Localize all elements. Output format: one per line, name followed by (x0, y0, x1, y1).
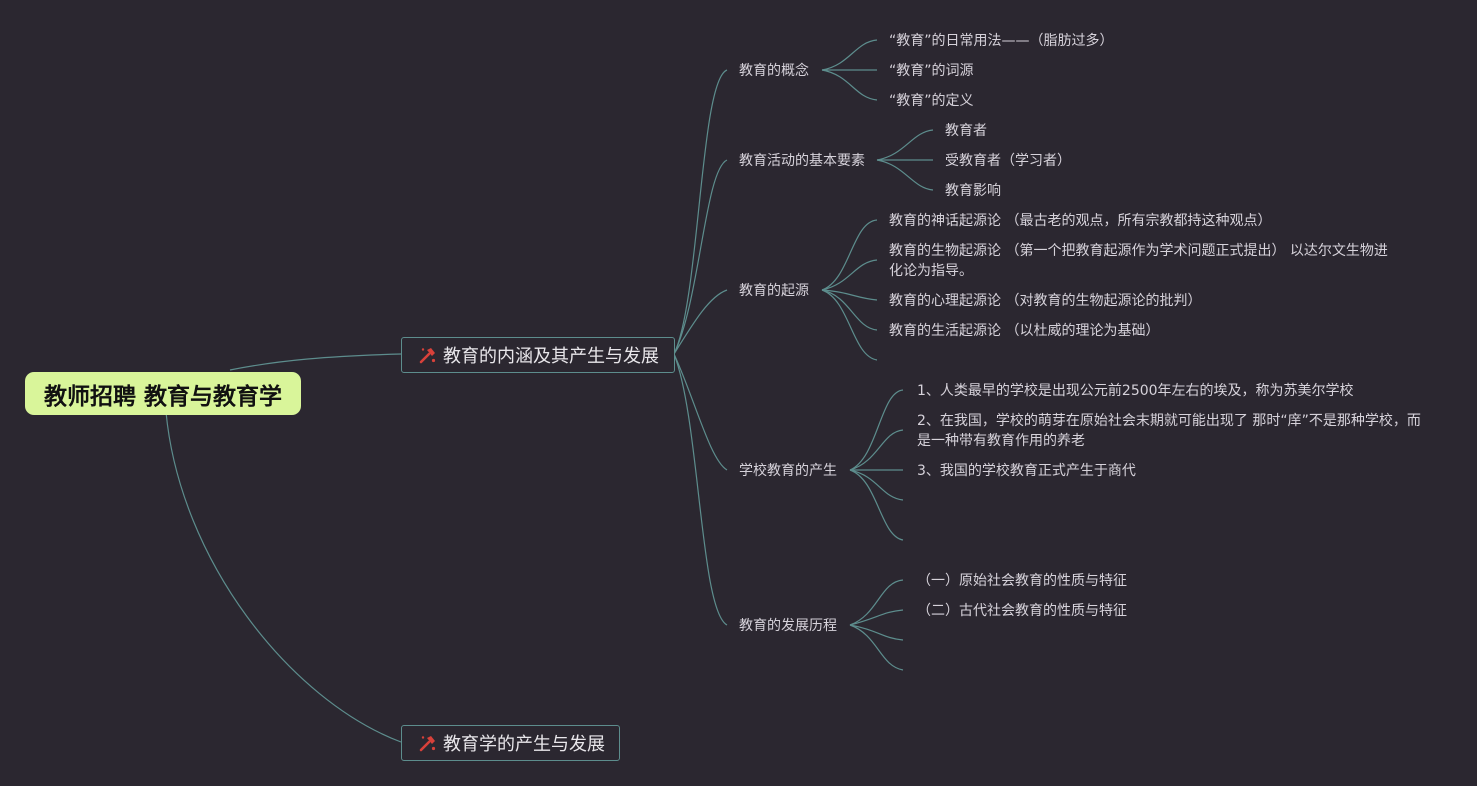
root-topic-label: 教师招聘 教育与教育学 (43, 383, 282, 410)
leaf-node[interactable]: （一）原始社会教育的性质与特征 (917, 573, 1127, 589)
root-topic[interactable]: 教师招聘 教育与教育学 (25, 372, 301, 415)
leaf-node-continuation: 化论为指导。 (889, 263, 973, 279)
main-topic-education-origin[interactable]: 教育的内涵及其产生与发展 (401, 337, 675, 373)
leaf-node[interactable]: 教育影响 (945, 183, 1001, 199)
hammer-icon (419, 736, 436, 752)
leaf-node[interactable]: “教育”的定义 (889, 93, 974, 109)
subtopic-concept[interactable]: 教育的概念 (739, 63, 809, 79)
main-topic-pedagogy-history[interactable]: 教育学的产生与发展 (401, 725, 620, 761)
subtopic-development[interactable]: 教育的发展历程 (739, 618, 837, 634)
leaf-node[interactable]: 教育者 (945, 123, 987, 139)
leaf-node[interactable]: “教育”的日常用法——（脂肪过多） (889, 33, 1114, 49)
leaf-node[interactable]: “教育”的词源 (889, 63, 974, 79)
leaf-node[interactable]: 1、人类最早的学校是出现公元前2500年左右的埃及，称为苏美尔学校 (917, 383, 1354, 399)
hammer-icon (419, 348, 436, 364)
subtopic-school-emergence[interactable]: 学校教育的产生 (739, 463, 837, 479)
subtopic-basic-elements[interactable]: 教育活动的基本要素 (739, 153, 865, 169)
leaf-node[interactable]: 3、我国的学校教育正式产生于商代 (917, 463, 1136, 479)
leaf-node[interactable]: （二）古代社会教育的性质与特征 (917, 603, 1127, 619)
leaf-node[interactable]: 教育的生活起源论 （以杜威的理论为基础） (889, 323, 1160, 339)
main-topic-label: 教育学的产生与发展 (443, 734, 605, 755)
leaf-node[interactable]: 2、在我国，学校的萌芽在原始社会末期就可能出现了 那时“庠”不是那种学校，而 (917, 413, 1421, 429)
subtopic-origin[interactable]: 教育的起源 (739, 283, 809, 299)
leaf-node[interactable]: 教育的神话起源论 （最古老的观点，所有宗教都持这种观点） (889, 213, 1272, 229)
leaf-node-continuation: 是一种带有教育作用的养老 (917, 433, 1085, 449)
leaf-node[interactable]: 教育的心理起源论 （对教育的生物起源论的批判） (889, 293, 1202, 309)
main-topic-label: 教育的内涵及其产生与发展 (443, 346, 659, 367)
leaf-node[interactable]: 受教育者（学习者） (945, 153, 1071, 169)
leaf-node[interactable]: 教育的生物起源论 （第一个把教育起源作为学术问题正式提出） 以达尔文生物进 (889, 243, 1388, 259)
